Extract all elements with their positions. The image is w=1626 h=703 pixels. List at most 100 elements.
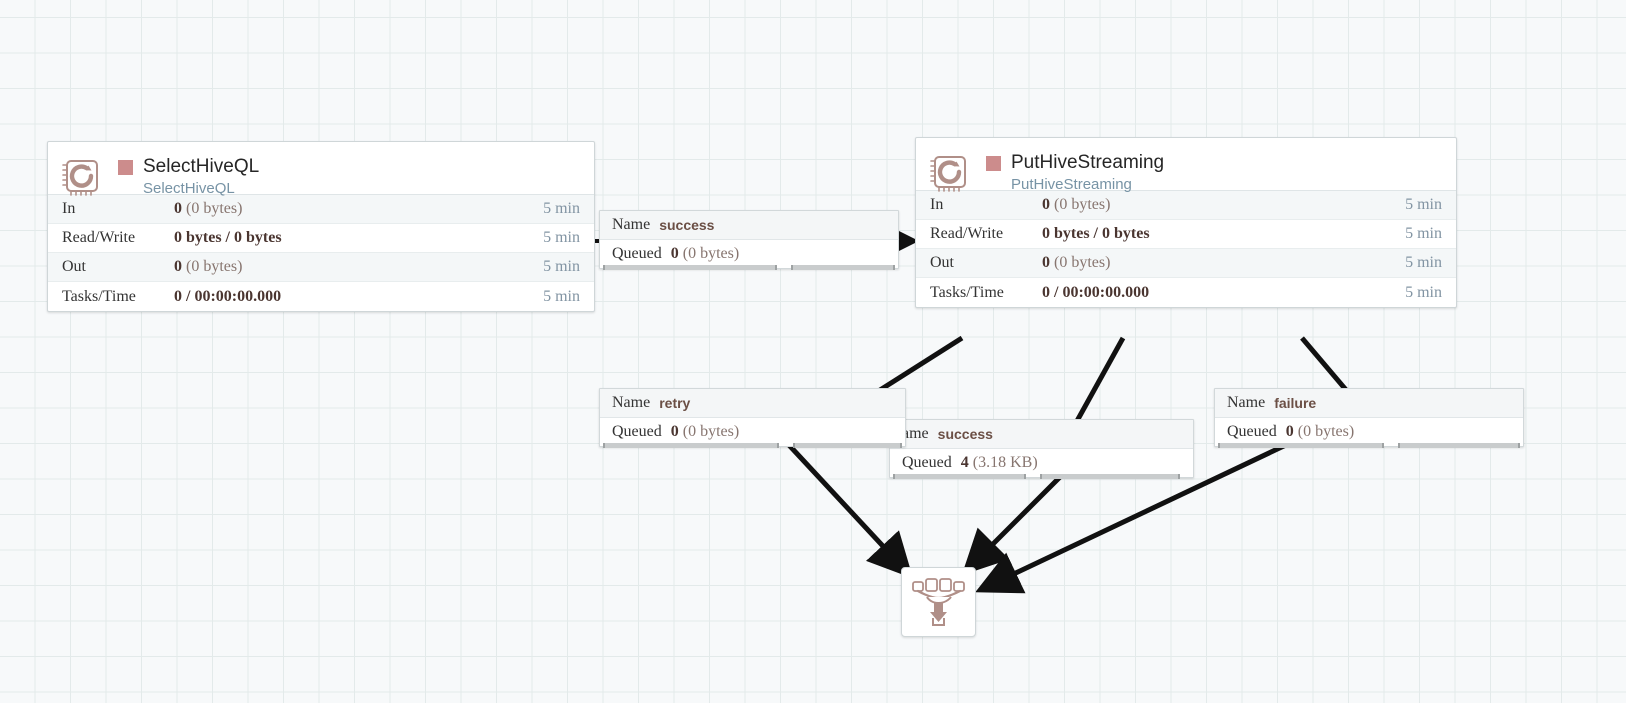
connection-queue-label: Queued [1227,423,1277,440]
connection-queue-count: 4 [960,454,969,471]
stat-label: Tasks/Time [930,283,1004,301]
stat-time: 5 min [543,258,580,275]
connection-name-value: success [937,426,993,442]
processor-header: PutHiveStreaming PutHiveStreaming [916,138,1456,193]
processor-puthivestreaming[interactable]: PutHiveStreaming PutHiveStreaming In 0 (… [915,137,1457,308]
stat-row: Tasks/Time 0 / 00:00:00.000 5 min [916,278,1456,307]
stopped-square-icon[interactable] [118,159,133,175]
processor-type: PutHiveStreaming [1011,176,1132,193]
stat-value: 0 (0 bytes) [1042,254,1405,272]
processor-chip-icon [62,160,98,196]
stat-row: Out 0 (0 bytes) 5 min [916,249,1456,278]
stat-time: 5 min [543,200,580,217]
queue-count-bar [603,443,779,448]
stat-row: Out 0 (0 bytes) 5 min [48,253,594,282]
stat-value: 0 / 00:00:00.000 [1042,284,1405,302]
stat-label: In [930,196,944,213]
processor-stats: In 0 (0 bytes) 5 min Read/Write 0 bytes … [48,194,594,311]
connection-name-value: failure [1274,395,1317,411]
connection-queue-bars [603,264,895,271]
connection-failure[interactable]: Name failure Queued 0 (0 bytes) [1214,388,1524,449]
connection-name-value: success [659,217,715,233]
connection-queue-row: Queued 0 (0 bytes) [600,240,898,268]
stat-row: In 0 (0 bytes) 5 min [916,191,1456,220]
stat-label: Out [930,254,954,271]
processor-selecthiveql[interactable]: SelectHiveQL SelectHiveQL In 0 (0 bytes)… [47,141,595,312]
stat-value-rest: (0 bytes) [1054,196,1111,213]
stat-time: 5 min [1405,283,1442,301]
connection-queue-count: 0 [1285,423,1294,440]
connection-queue-bars [893,473,1190,480]
processor-header: SelectHiveQL SelectHiveQL [48,142,594,197]
connection-name-row: ame success [890,420,1193,449]
connection-queue-size: (0 bytes) [1297,423,1355,440]
connection-retry[interactable]: Name retry Queued 0 (0 bytes) [599,388,906,449]
connection-name-row: Name failure [1215,389,1523,418]
processor-chip-icon [930,156,966,192]
connection-success-puthivestreaming[interactable]: ame success Queued 4 (3.18 KB) [889,419,1194,480]
stat-label: In [62,200,76,217]
processor-titles: SelectHiveQL SelectHiveQL [118,155,259,197]
connection-name-label: Name [612,394,651,411]
stat-label: Out [62,258,86,275]
stat-label: Read/Write [62,229,136,246]
funnel-icon [911,578,965,626]
connection-queue-size: (0 bytes) [682,245,740,262]
connection-success-selecthiveql[interactable]: Name success Queued 0 (0 bytes) [599,210,899,271]
funnel-component[interactable] [901,567,976,637]
connection-queue-label: Queued [902,454,952,471]
processor-stats: In 0 (0 bytes) 5 min Read/Write 0 bytes … [916,190,1456,307]
stat-time: 5 min [1405,225,1442,242]
connection-queue-label: Queued [612,423,662,440]
connection-queue-size: (0 bytes) [682,423,740,440]
stat-value-bold: 0 / 00:00:00.000 [174,287,282,305]
processor-type: SelectHiveQL [143,180,235,197]
stat-value-rest: (0 bytes) [186,258,243,275]
stat-value-rest: (0 bytes) [186,200,243,217]
processor-titles: PutHiveStreaming PutHiveStreaming [986,151,1164,193]
connection-name-label: Name [1227,394,1266,411]
stat-time: 5 min [543,229,580,246]
queue-count-bar [1218,443,1384,448]
connection-queue-bars [1218,442,1521,449]
connection-queue-row: Queued 0 (0 bytes) [1215,418,1523,446]
queue-count-bar [603,265,777,270]
stat-time: 5 min [543,287,580,305]
connection-queue-label: Queued [612,245,662,262]
stat-value: 0 / 00:00:00.000 [174,288,543,306]
stat-value: 0 bytes / 0 bytes [174,229,543,247]
connection-name-label: ame [902,425,929,442]
stat-row: Read/Write 0 bytes / 0 bytes 5 min [916,220,1456,249]
stat-value-bold: 0 [174,258,182,275]
stat-value-bold: 0 [1042,254,1050,271]
stat-value-bold: 0 bytes / 0 bytes [174,229,282,246]
processor-name: SelectHiveQL [143,156,260,177]
stopped-square-icon[interactable] [986,155,1001,171]
stat-value-rest: (0 bytes) [1054,254,1111,271]
stat-label: Read/Write [930,225,1004,242]
stat-value-bold: 0 [174,200,182,217]
connection-queue-bars [603,442,902,449]
stat-value-bold: 0 [1042,196,1050,213]
connection-queue-size: (3.18 KB) [972,454,1038,471]
stat-label: Tasks/Time [62,287,136,305]
queue-size-bar [1397,443,1521,448]
stat-row: Read/Write 0 bytes / 0 bytes 5 min [48,224,594,253]
stat-value: 0 (0 bytes) [174,258,543,276]
queue-size-bar [790,265,895,270]
stat-value: 0 (0 bytes) [1042,196,1405,214]
connection-name-label: Name [612,216,651,233]
connection-name-row: Name success [600,211,898,240]
stat-value: 0 bytes / 0 bytes [1042,225,1405,243]
queue-size-bar [792,443,902,448]
connection-queue-count: 0 [670,423,679,440]
stat-time: 5 min [1405,254,1442,271]
stat-value-bold: 0 bytes / 0 bytes [1042,225,1150,242]
stat-value: 0 (0 bytes) [174,200,543,218]
connection-name-row: Name retry [600,389,905,418]
stat-row: Tasks/Time 0 / 00:00:00.000 5 min [48,282,594,311]
connection-queue-count: 0 [670,245,679,262]
stat-value-bold: 0 / 00:00:00.000 [1042,283,1150,301]
stat-time: 5 min [1405,196,1442,213]
